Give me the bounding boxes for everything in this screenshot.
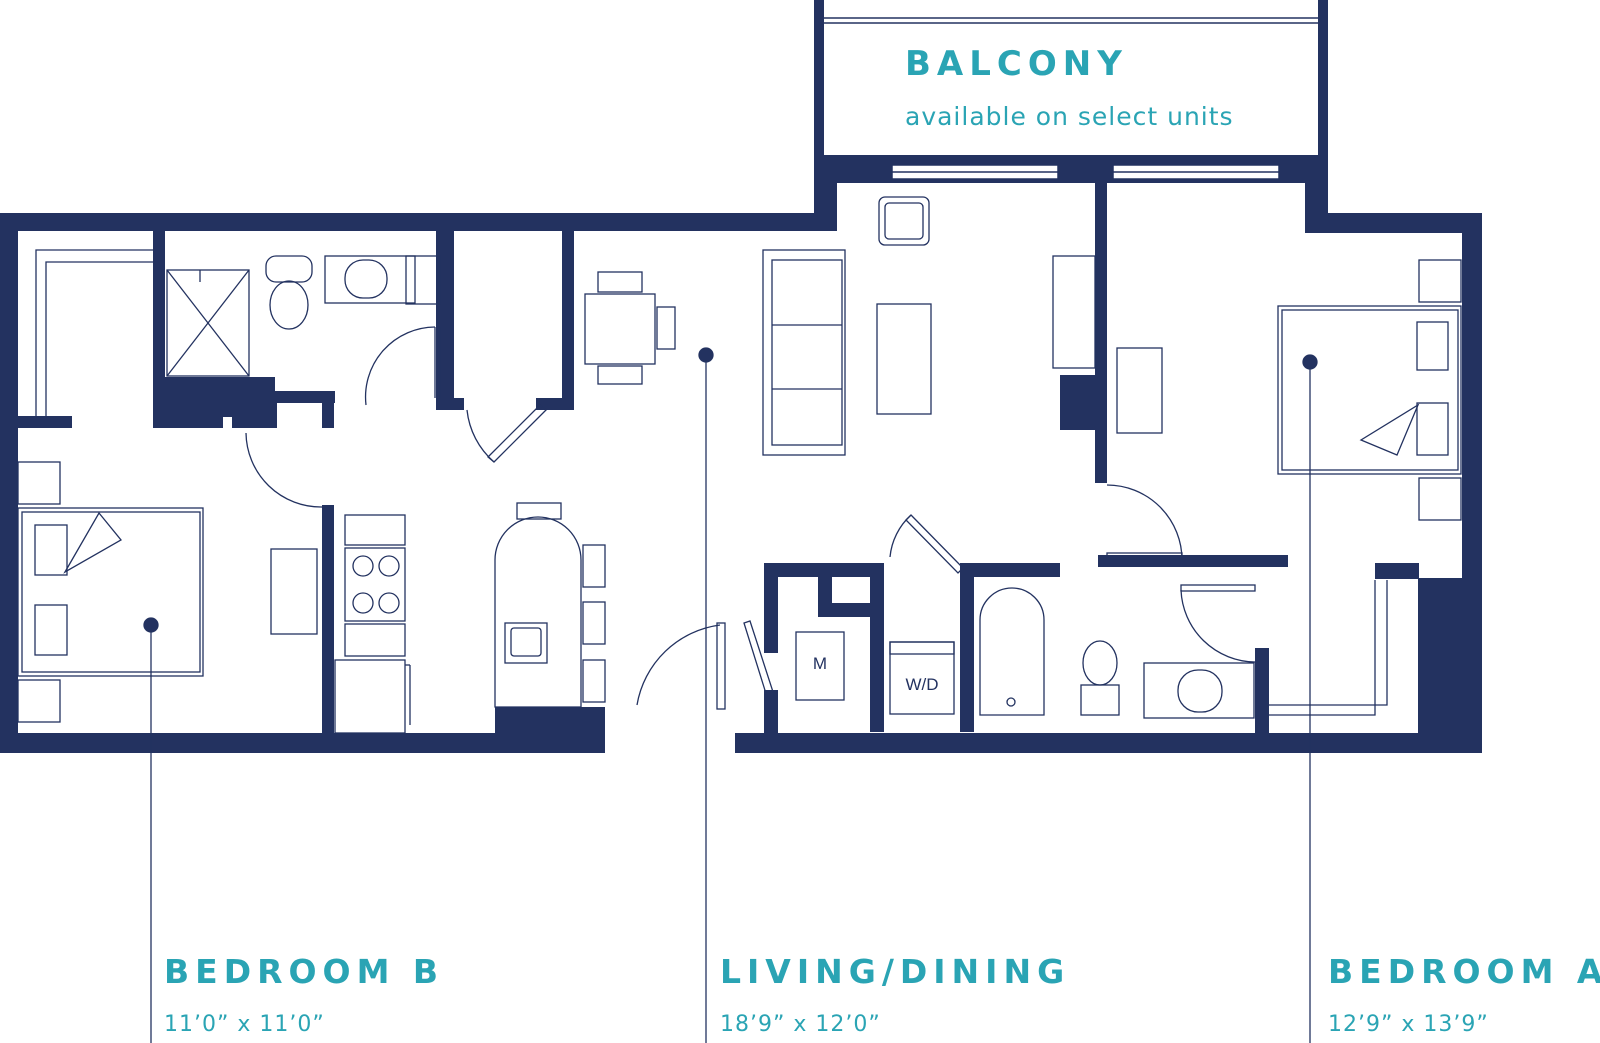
bedroom-b-title: BEDROOM B bbox=[164, 952, 445, 991]
balcony-rail bbox=[824, 17, 1318, 180]
bedroom-a-dimensions: 12’9” x 13’9” bbox=[1328, 1012, 1489, 1037]
bedroom-b-dimensions: 11’0” x 11’0” bbox=[164, 1012, 325, 1037]
furniture bbox=[17, 196, 1462, 734]
washer-dryer-label: W/D bbox=[905, 675, 938, 694]
living-dining-title: LIVING/DINING bbox=[720, 952, 1071, 991]
leader-lines bbox=[143, 347, 1318, 1043]
balcony-title: BALCONY bbox=[905, 44, 1128, 84]
mechanical-label: M bbox=[813, 654, 827, 673]
bedroom-a-title: BEDROOM A bbox=[1328, 952, 1600, 991]
living-dining-dimensions: 18’9” x 12’0” bbox=[720, 1012, 881, 1037]
balcony-note: available on select units bbox=[905, 102, 1234, 131]
